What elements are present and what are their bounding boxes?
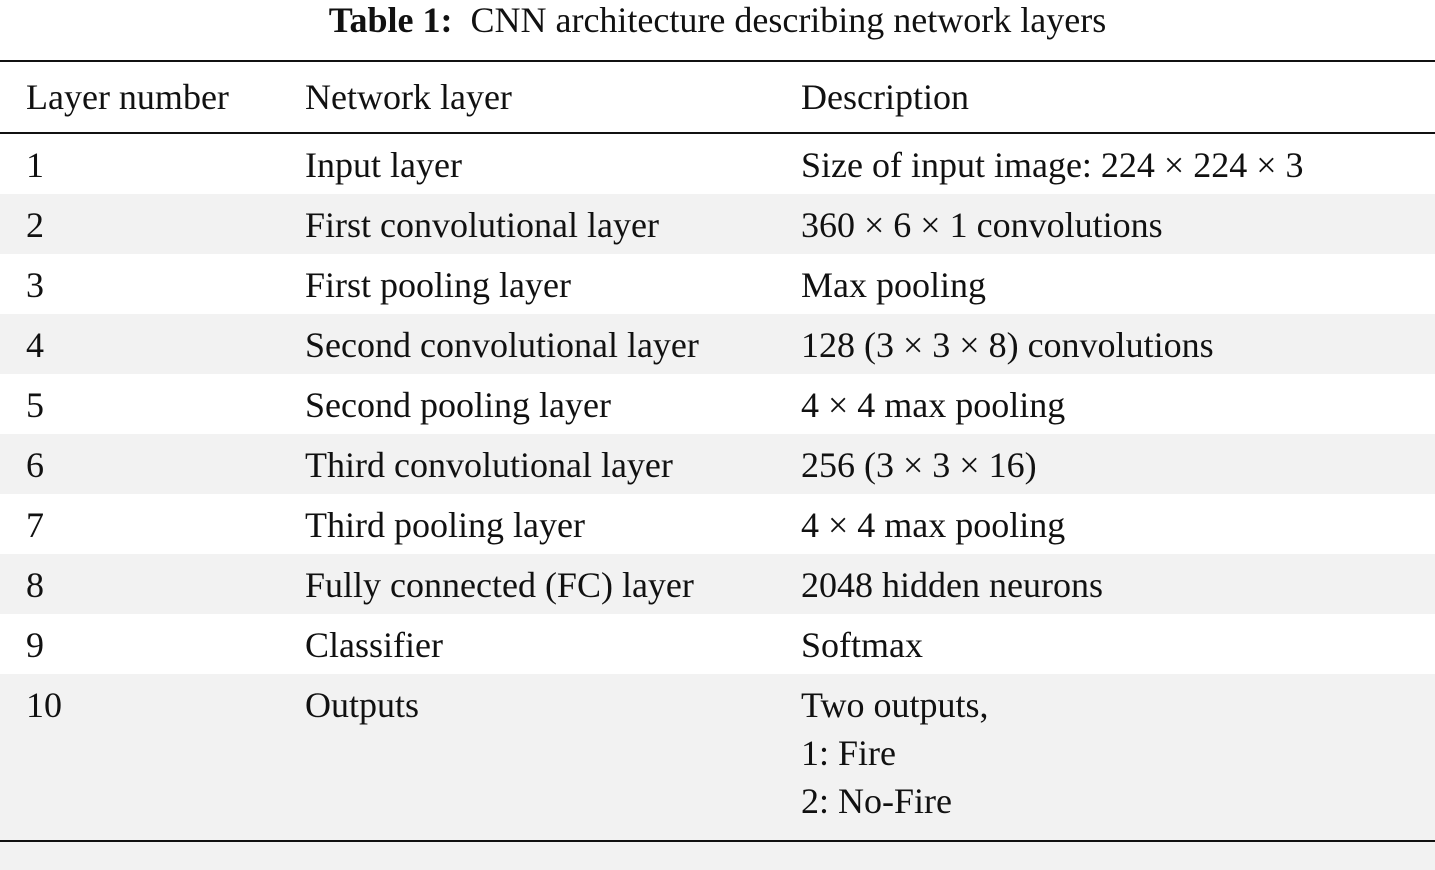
cell-network-layer: Second convolutional layer	[305, 325, 699, 365]
cell-network-layer: First pooling layer	[305, 265, 571, 305]
table-row: 9 Classifier Softmax	[0, 614, 1435, 674]
description-line: 4 × 4 max pooling	[801, 385, 1066, 425]
cell-network-layer: Second pooling layer	[305, 385, 611, 425]
header-description: Description	[801, 77, 969, 117]
cell-description: 360 × 6 × 1 convolutions	[801, 202, 1163, 248]
cell-description: Size of input image: 224 × 224 × 3	[801, 142, 1304, 188]
cell-network-layer: Third convolutional layer	[305, 445, 673, 485]
cell-network-layer: Third pooling layer	[305, 505, 585, 545]
table-top-rule	[0, 60, 1435, 62]
cell-network-layer: Classifier	[305, 625, 443, 665]
table-row: 4 Second convolutional layer 128 (3 × 3 × …	[0, 314, 1435, 374]
table-caption-label: Table 1:	[328, 0, 453, 40]
description-line: 4 × 4 max pooling	[801, 505, 1066, 545]
cell-layer-number: 10	[26, 685, 62, 725]
cell-description: Max pooling	[801, 262, 986, 308]
description-line: 2048 hidden neurons	[801, 565, 1103, 605]
cell-layer-number: 7	[26, 505, 44, 545]
cell-layer-number: 8	[26, 565, 44, 605]
cell-layer-number: 6	[26, 445, 44, 485]
cell-description: 128 (3 × 3 × 8) convolutions	[801, 322, 1214, 368]
description-line: Max pooling	[801, 265, 986, 305]
description-line: 128 (3 × 3 × 8) convolutions	[801, 325, 1214, 365]
description-line: 1: Fire	[801, 733, 896, 773]
cell-layer-number: 4	[26, 325, 44, 365]
cell-network-layer: Input layer	[305, 145, 462, 185]
description-line: 360 × 6 × 1 convolutions	[801, 205, 1163, 245]
cell-description: 2048 hidden neurons	[801, 562, 1103, 608]
table-row: 2 First convolutional layer 360 × 6 × 1 co…	[0, 194, 1435, 254]
cell-layer-number: 3	[26, 265, 44, 305]
table-caption: Table 1: CNN architecture describing net…	[0, 0, 1435, 44]
table-row: 6 Third convolutional layer 256 (3 × 3 × 1…	[0, 434, 1435, 494]
description-line: 256 (3 × 3 × 16)	[801, 445, 1037, 485]
cell-layer-number: 2	[26, 205, 44, 245]
table-row: 5 Second pooling layer 4 × 4 max pooling	[0, 374, 1435, 434]
table-caption-text: CNN architecture describing network laye…	[470, 0, 1107, 40]
cell-description: 4 × 4 max pooling	[801, 382, 1065, 428]
cell-network-layer: Outputs	[305, 685, 420, 725]
cell-layer-number: 9	[26, 625, 44, 665]
table-row: 10 Outputs Two outputs, 1: Fire 2: No-Fire	[0, 674, 1435, 870]
cell-description: Softmax	[801, 622, 923, 668]
table-row: 3 First pooling layer Max pooling	[0, 254, 1435, 314]
description-line: Size of input image: 224 × 224 × 3	[801, 145, 1304, 185]
table-row: 8 Fully connected (FC) layer 2048 hidden n…	[0, 554, 1435, 614]
table-row: 7 Third pooling layer 4 × 4 max pooling	[0, 494, 1435, 554]
table-header-row: Layer number Network layer Description	[0, 62, 1435, 132]
description-line: 2: No-Fire	[801, 781, 952, 821]
table-bottom-rule	[0, 840, 1435, 842]
cell-description: Two outputs, 1: Fire 2: No-Fire	[801, 682, 989, 824]
cell-layer-number: 1	[26, 145, 44, 185]
description-line: Two outputs,	[801, 685, 989, 725]
description-line: Softmax	[801, 625, 923, 665]
cell-network-layer: First convolutional layer	[305, 205, 659, 245]
cell-network-layer: Fully connected (FC) layer	[305, 565, 694, 605]
header-layer-number: Layer number	[26, 77, 229, 117]
table-row: 1 Input layer Size of input image: 224 × 2…	[0, 134, 1435, 194]
table-header-rule	[0, 132, 1435, 134]
header-network-layer: Network layer	[305, 77, 512, 117]
cell-layer-number: 5	[26, 385, 44, 425]
cell-description: 4 × 4 max pooling	[801, 502, 1065, 548]
cell-description: 256 (3 × 3 × 16)	[801, 442, 1037, 488]
